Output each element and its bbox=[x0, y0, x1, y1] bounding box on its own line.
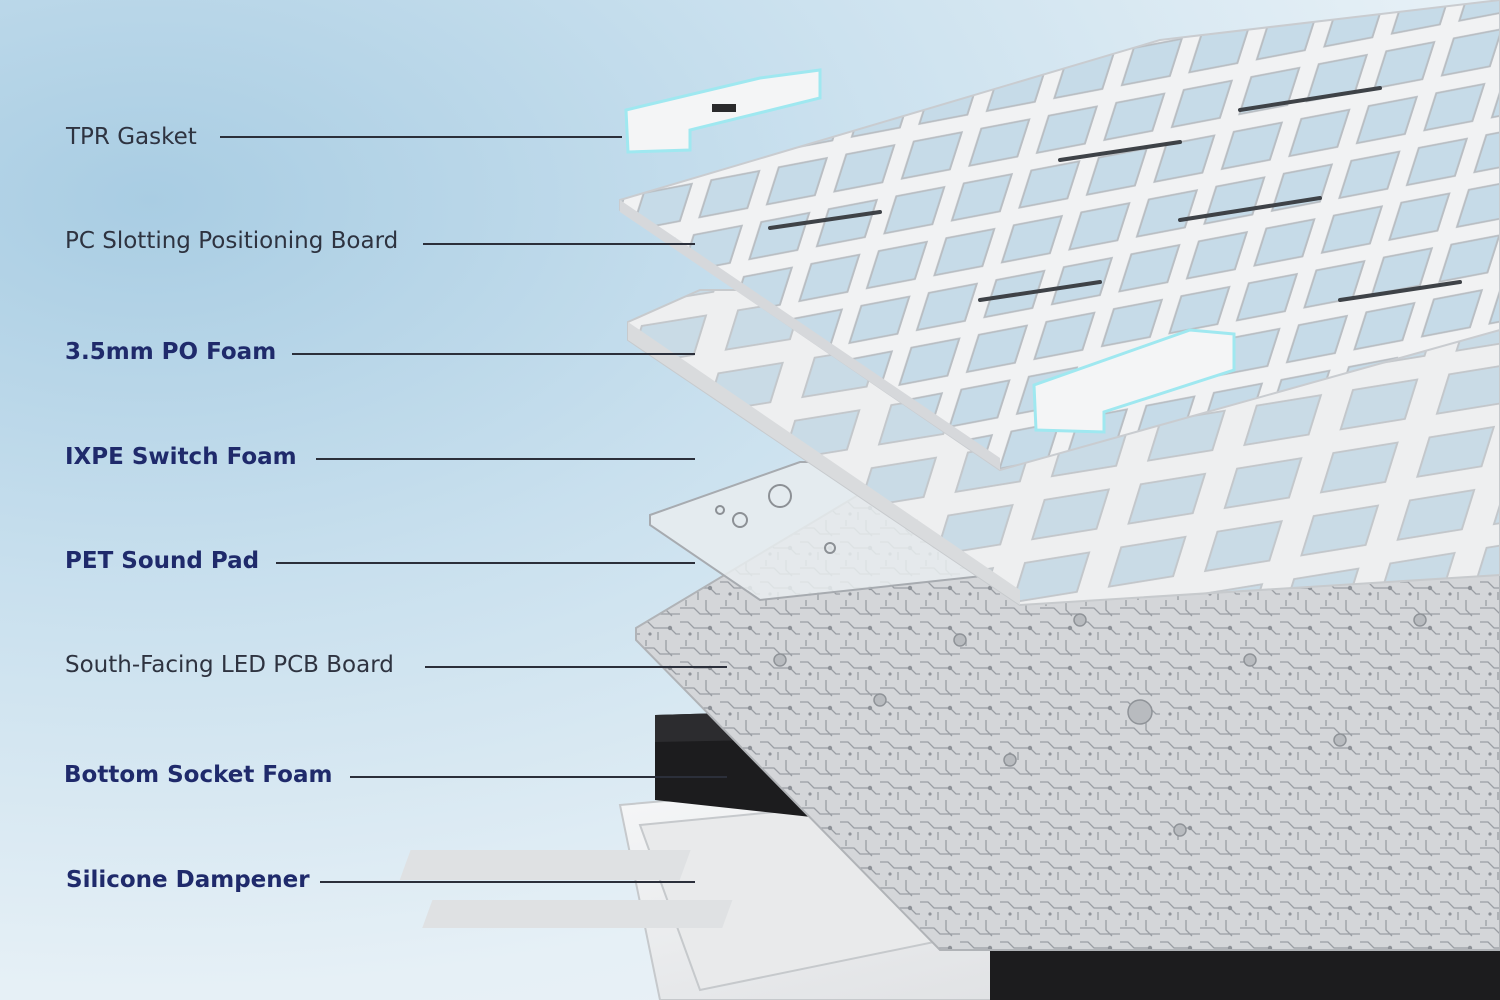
label-po-foam: 3.5mm PO Foam bbox=[65, 339, 277, 365]
leader-ixpe-switch-foam bbox=[316, 458, 695, 460]
label-ixpe-switch-foam: IXPE Switch Foam bbox=[65, 444, 297, 470]
leader-pet-sound-pad bbox=[276, 562, 695, 564]
label-silicone-dampener: Silicone Dampener bbox=[66, 867, 310, 893]
label-pc-slotting-positioning-board: PC Slotting Positioning Board bbox=[65, 228, 399, 254]
leader-po-foam bbox=[292, 353, 695, 355]
leader-tpr-gasket bbox=[220, 136, 622, 138]
label-tpr-gasket: TPR Gasket bbox=[66, 124, 197, 150]
leader-pcb-board bbox=[425, 666, 727, 668]
label-bottom-socket-foam: Bottom Socket Foam bbox=[64, 762, 333, 788]
label-pcb-board: South-Facing LED PCB Board bbox=[65, 652, 394, 678]
leader-pc-slotting-positioning-board bbox=[423, 243, 695, 245]
tpr-gasket-top bbox=[624, 68, 822, 154]
leader-silicone-dampener bbox=[320, 881, 695, 883]
leader-bottom-socket-foam bbox=[350, 776, 727, 778]
label-pet-sound-pad: PET Sound Pad bbox=[65, 548, 260, 574]
tpr-gasket-middle bbox=[1032, 328, 1236, 434]
pc-positioning-plate-layer bbox=[619, 0, 1500, 472]
